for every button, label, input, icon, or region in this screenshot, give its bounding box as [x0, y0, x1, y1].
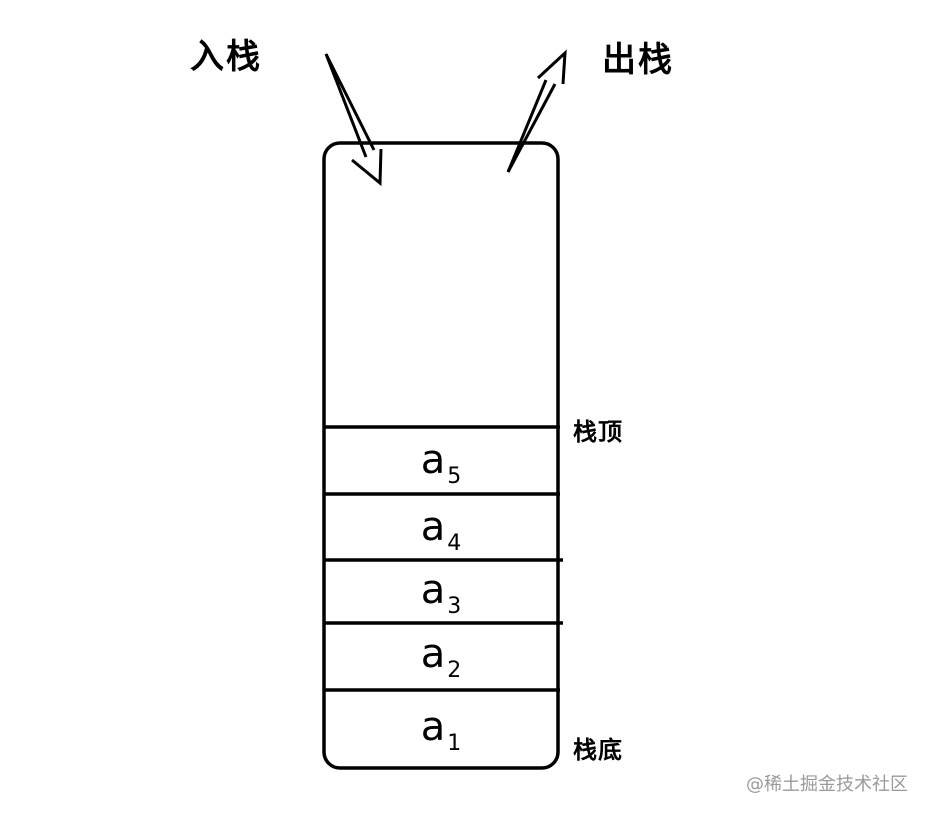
cell-main: a: [420, 704, 446, 750]
cell-sub: 4: [447, 531, 462, 556]
stack-cell-a2: a2: [324, 631, 558, 682]
stack-cell-a4: a4: [324, 504, 558, 555]
cell-main: a: [420, 504, 446, 550]
watermark: @稀土掘金技术社区: [746, 774, 908, 795]
push-arrow-icon: [324, 53, 383, 187]
cell-sub: 5: [447, 464, 462, 489]
cell-sub: 3: [447, 594, 462, 619]
stack-cell-a1: a1: [324, 704, 558, 755]
stack-bottom-label: 栈底: [573, 736, 623, 764]
stack-cell-a3: a3: [324, 567, 558, 618]
stack-top-label: 栈顶: [573, 418, 623, 446]
pop-label: 出栈: [602, 40, 674, 80]
cell-main: a: [420, 631, 446, 677]
pop-arrow-icon: [506, 49, 567, 173]
cell-main: a: [420, 437, 446, 483]
push-label: 入栈: [190, 37, 262, 77]
cell-main: a: [420, 567, 446, 613]
cell-sub: 1: [447, 731, 462, 756]
stack-cell-a5: a5: [324, 437, 558, 488]
cell-sub: 2: [447, 658, 462, 683]
stack-container: [322, 141, 560, 770]
